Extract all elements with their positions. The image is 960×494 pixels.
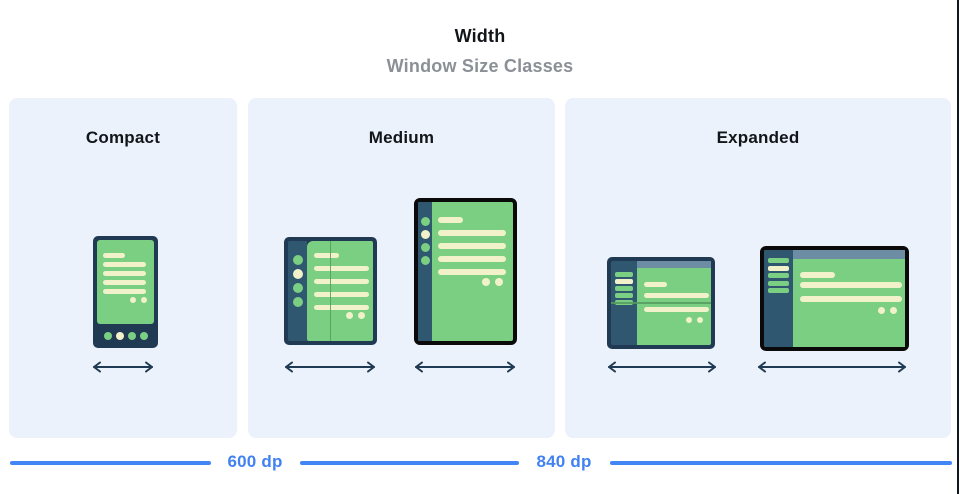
action-dots xyxy=(878,307,897,314)
rail-dot-icon xyxy=(420,256,430,265)
nav-rail xyxy=(288,241,307,341)
rail-item-bar xyxy=(615,279,633,284)
foldable-landscape-illustration xyxy=(607,257,715,349)
content-line xyxy=(800,296,902,302)
content-line xyxy=(103,280,146,285)
action-dots xyxy=(130,297,147,303)
content-line xyxy=(314,279,369,284)
content-line xyxy=(438,256,506,262)
nav-rail xyxy=(764,250,793,347)
rail-item-bar xyxy=(768,273,789,278)
foldable-screen xyxy=(307,241,373,341)
panel-expanded: Expanded xyxy=(565,98,951,438)
rail-dot-icon xyxy=(292,283,303,293)
rail-dot-icon xyxy=(292,297,303,307)
content-line xyxy=(314,266,369,271)
rail-item-bar xyxy=(768,258,789,263)
dot-icon xyxy=(495,278,503,286)
foldable-screen xyxy=(637,268,711,345)
dot-icon xyxy=(141,297,147,303)
content-line xyxy=(103,262,146,267)
dot-icon xyxy=(878,307,885,314)
app-top-bar xyxy=(637,261,711,268)
app-top-bar xyxy=(793,250,905,259)
nav-dot-icon xyxy=(139,332,148,340)
phone-nav-bar xyxy=(93,324,158,348)
dot-icon xyxy=(686,317,692,323)
nav-dot-icon xyxy=(115,332,124,340)
panel-title-compact: Compact xyxy=(85,128,161,147)
panel-medium: Medium xyxy=(248,98,555,438)
panel-title-medium: Medium xyxy=(368,128,435,147)
nav-dot-icon xyxy=(103,332,112,340)
content-line xyxy=(800,272,835,278)
fold-crease-line xyxy=(329,241,331,341)
content-line xyxy=(103,253,125,258)
phone-illustration xyxy=(93,236,158,348)
action-dots xyxy=(482,278,503,286)
content-line xyxy=(438,230,506,236)
rail-dot-icon xyxy=(420,230,430,239)
rail-dot-icon xyxy=(292,269,303,279)
screen-edge-line xyxy=(957,0,959,494)
content-line xyxy=(314,292,369,297)
ruler-line-segment xyxy=(610,461,952,465)
dot-icon xyxy=(130,297,136,303)
content-line xyxy=(644,307,709,312)
action-dots xyxy=(346,312,365,319)
dot-icon xyxy=(890,307,897,314)
rail-dot-icon xyxy=(420,243,430,252)
panel-compact: Compact xyxy=(9,98,237,438)
rail-item-bar xyxy=(768,288,789,293)
rail-dot-icon xyxy=(292,255,303,265)
diagram-title: Width xyxy=(454,26,506,46)
content-line xyxy=(800,282,902,288)
width-double-arrow-icon xyxy=(608,361,716,373)
content-line xyxy=(438,243,506,249)
width-double-arrow-icon xyxy=(758,361,906,373)
rail-dot-icon xyxy=(420,217,430,226)
content-line xyxy=(103,271,146,276)
width-double-arrow-icon xyxy=(285,361,375,373)
content-line xyxy=(438,217,463,223)
dot-icon xyxy=(358,312,365,319)
content-line xyxy=(438,269,506,275)
breakpoint-label-840dp: 840 dp xyxy=(536,452,592,471)
dot-icon xyxy=(697,317,703,323)
phone-screen xyxy=(97,240,154,324)
content-line xyxy=(644,282,667,287)
foldable-portrait-illustration xyxy=(284,237,377,345)
header: Width Window Size Classes xyxy=(0,26,960,77)
breakpoint-label-600dp: 600 dp xyxy=(227,452,283,471)
tablet-screen xyxy=(793,259,905,347)
content-line xyxy=(644,293,709,298)
nav-dot-icon xyxy=(127,332,136,340)
dot-icon xyxy=(482,278,490,286)
tablet-portrait-illustration xyxy=(414,198,517,345)
rail-item-bar xyxy=(768,265,789,271)
content-line xyxy=(103,289,146,294)
fold-crease-line xyxy=(611,302,711,304)
diagram-subtitle: Window Size Classes xyxy=(386,56,574,76)
panel-title-expanded: Expanded xyxy=(716,128,800,147)
content-line xyxy=(314,253,339,258)
rail-item-bar xyxy=(615,272,633,277)
tablet-landscape-illustration xyxy=(760,246,909,351)
rail-item-bar xyxy=(615,286,633,291)
dot-icon xyxy=(346,312,353,319)
ruler-line-segment xyxy=(10,461,211,465)
rail-item-bar xyxy=(768,280,789,286)
nav-rail xyxy=(418,202,432,341)
width-double-arrow-icon xyxy=(93,361,153,373)
content-line xyxy=(314,305,369,310)
width-double-arrow-icon xyxy=(415,361,515,373)
rail-item-bar xyxy=(615,293,633,298)
action-dots xyxy=(686,317,703,323)
ruler-line-segment xyxy=(300,461,519,465)
